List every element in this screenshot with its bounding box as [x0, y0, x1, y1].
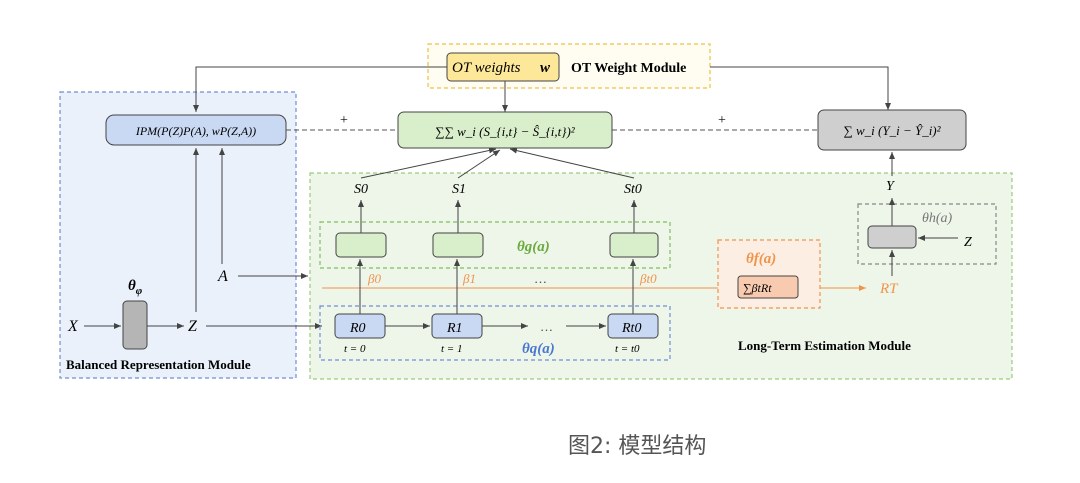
a-label: A [217, 268, 228, 285]
outcome-loss-box [817, 109, 967, 151]
ot-to-outcome-connector [710, 66, 891, 110]
theta-q-region [319, 305, 671, 361]
ipm-formula: IPM(P(Z)P(A), wP(Z,A)) [135, 124, 256, 138]
beta1-label: β1 [462, 271, 476, 286]
t1-label: t = 1 [441, 343, 462, 355]
h-z-label: Z [964, 235, 972, 250]
s1-to-loss-arrow [457, 149, 501, 179]
beta0-label: β0 [367, 271, 381, 286]
theta-g-region [319, 221, 671, 269]
z-label: Z [188, 318, 198, 335]
ot-weights-label: OT weights [452, 60, 521, 76]
theta-h-region [857, 203, 997, 265]
r1-label: R1 [446, 321, 463, 336]
y-label: Y [886, 179, 896, 194]
r-ellipsis: … [540, 319, 553, 334]
long-term-module-region [309, 172, 1013, 380]
theta-q-label: θq(a) [522, 341, 555, 357]
ot-to-ipm-connector [193, 66, 447, 112]
s1-label: S1 [452, 182, 466, 197]
plus-left: + [340, 113, 348, 128]
g-box-1 [432, 232, 484, 258]
ot-weights-symbol: w [540, 60, 551, 76]
surrogate-loss-formula: ∑∑ w_i (S_{i,t} − Ŝ_{i,t})² [435, 124, 575, 139]
h-box [867, 225, 917, 249]
encoder-box [122, 300, 148, 350]
outcome-loss-formula: ∑ w_i (Y_i − Ŷ_i)² [843, 123, 941, 138]
figure-caption: 图2: 模型结构 [568, 434, 707, 459]
beta-ellipsis: … [534, 271, 547, 286]
st0-label: St0 [624, 182, 642, 197]
theta-g-label: θg(a) [517, 239, 550, 255]
long-term-module-title: Long-Term Estimation Module [738, 338, 911, 353]
s0-label: S0 [354, 182, 368, 197]
sum-beta-r-text: ∑βtRt [743, 281, 772, 295]
theta-h-label: θh(a) [922, 211, 953, 226]
ot-module-title: OT Weight Module [571, 61, 686, 76]
r0-label: R0 [349, 321, 366, 336]
rt0-label: Rt0 [621, 321, 641, 336]
rt-label: RT [879, 281, 899, 297]
theta-f-label: θf(a) [746, 251, 776, 267]
s0-to-loss-arrow [360, 147, 497, 179]
tt0-label: t = t0 [615, 343, 640, 355]
balanced-module-title: Balanced Representation Module [66, 357, 251, 372]
betat0-label: βt0 [639, 271, 657, 286]
surrogate-loss-box [397, 111, 613, 149]
t0-label: t = 0 [344, 343, 366, 355]
sum-beta-r-box [737, 275, 799, 299]
g-box-2 [609, 232, 659, 258]
g-box-0 [335, 232, 387, 258]
plus-right: + [718, 113, 726, 128]
st0-to-loss-arrow [509, 147, 635, 179]
x-input-label: X [67, 318, 79, 335]
